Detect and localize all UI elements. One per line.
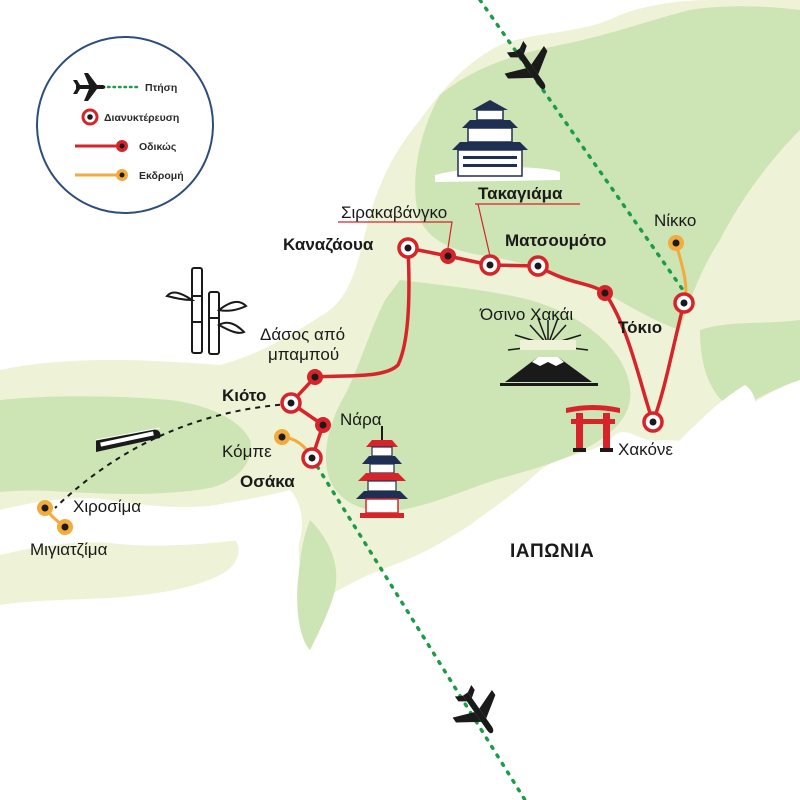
- country-label: ΙΑΠΩΝΙΑ: [510, 541, 594, 562]
- legend-label-road: Οδικώς: [139, 141, 177, 153]
- road-stop-shirakawago: [440, 248, 456, 264]
- city-label-nara: Νάρα: [340, 410, 382, 429]
- excursion-marker-miyajima: [57, 519, 73, 535]
- city-label-kobe: Κόμπε: [222, 442, 272, 461]
- city-label-kanazawa: Καναζάουα: [283, 235, 374, 254]
- legend-item-road: Οδικώς: [75, 140, 177, 153]
- land-green-east: [700, 320, 800, 410]
- overnight-marker-kyoto: [280, 392, 302, 414]
- legend-label-overnight: Διανυκτέρευση: [104, 112, 179, 124]
- mount-fuji-icon: [500, 317, 598, 386]
- land-green-south: [297, 520, 337, 650]
- legend-item-excursion: Εκδρομή: [75, 169, 184, 182]
- city-label-bamboo-forest-line1: Δάσος από: [260, 325, 345, 344]
- train-path: [54, 403, 291, 509]
- road-stop-nara: [315, 417, 331, 433]
- city-label-kyoto: Κιότο: [222, 386, 266, 405]
- city-label-takayama: Τακαγιάμα: [478, 184, 563, 203]
- legend-airplane-icon: [73, 73, 106, 101]
- legend-label-excursion: Εκδρομή: [139, 170, 184, 182]
- legend-frame: [36, 36, 214, 214]
- road-route: [289, 246, 686, 460]
- flight-path-north: [478, 0, 692, 302]
- flight-path-south: [310, 456, 527, 800]
- city-label-osino-hakai: Όσινο Χακάι: [479, 305, 573, 324]
- land-shikoku: [0, 535, 239, 605]
- bamboo-icon: [165, 267, 248, 355]
- excursion-marker-nikko: [668, 235, 684, 251]
- torii-gate-icon: [566, 405, 620, 452]
- city-label-shirakawago: Σιρακαβάνγκο: [341, 203, 447, 222]
- train-icon: [95, 427, 161, 452]
- overnight-marker-hakone: [642, 411, 664, 433]
- inland-sea: [0, 503, 263, 555]
- city-label-osaka: Οσάκα: [240, 472, 295, 491]
- city-label-nikko: Νίκκο: [654, 211, 696, 230]
- bay-tokyo: [680, 385, 756, 454]
- leader-line-shirakawago: [338, 221, 453, 249]
- airplane-icon-north: [504, 40, 548, 90]
- overnight-marker-osaka: [301, 447, 323, 469]
- city-label-hiroshima: Χιροσίμα: [73, 497, 141, 516]
- land-green-north: [415, 6, 800, 330]
- legend-item-flight: Πτήση: [73, 73, 177, 101]
- pagoda-icon: [356, 426, 408, 518]
- airplane-icon-south: [452, 684, 496, 734]
- road-stop-bamboo-forest: [307, 369, 323, 385]
- overnight-marker-matsumoto: [527, 255, 549, 277]
- city-label-tokyo: Τόκιο: [618, 318, 662, 337]
- city-label-miyajima: Μιγιατζίμα: [30, 540, 108, 559]
- city-label-hakone: Χακόνε: [618, 440, 673, 459]
- leader-line-takayama: [475, 203, 580, 257]
- overnight-marker-tokyo: [673, 292, 695, 314]
- legend-label-flight: Πτήση: [145, 82, 177, 94]
- excursion-marker-kobe: [274, 429, 290, 445]
- legend-item-overnight: Διανυκτέρευση: [81, 108, 179, 126]
- overnight-marker-takayama: [479, 254, 501, 276]
- legend: Πτήση Διανυκτέρευση Οδικώς Εκδρομή: [36, 36, 214, 214]
- overnight-marker-kanazawa: [397, 237, 419, 259]
- castle-icon: [435, 100, 560, 182]
- excursion-marker-hiroshima: [37, 500, 53, 516]
- city-label-matsumoto: Ματσουμότο: [505, 231, 606, 250]
- city-label-bamboo-forest-line2: μπαμπού: [268, 345, 339, 364]
- road-stop-osino-hakai: [597, 285, 613, 301]
